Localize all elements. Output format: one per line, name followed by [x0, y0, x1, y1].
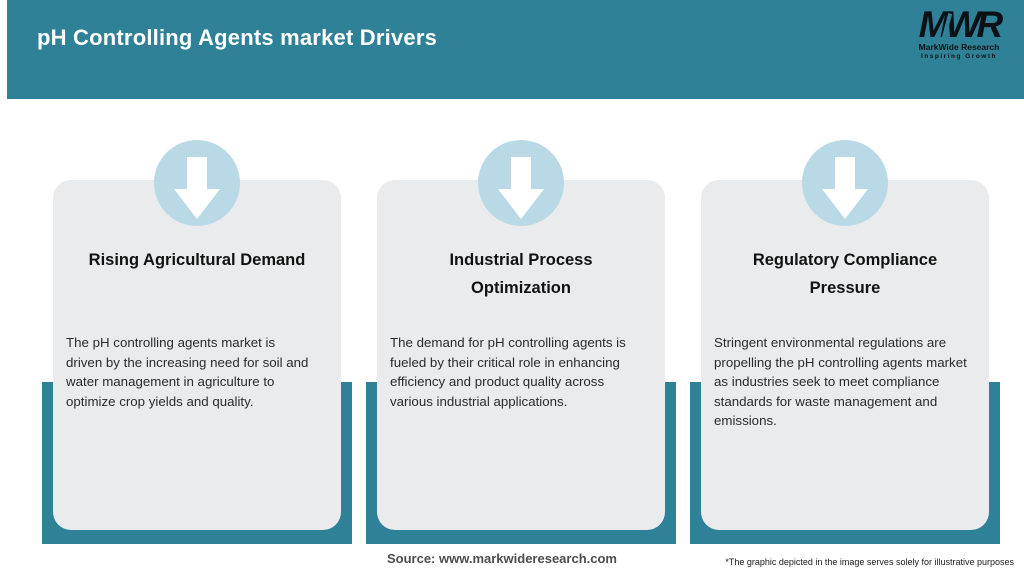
disclaimer-text: *The graphic depicted in the image serve…	[725, 557, 1014, 567]
logo-name: MarkWide Research	[918, 42, 1000, 52]
header-bar: pH Controlling Agents market Drivers MWR…	[7, 0, 1024, 99]
down-arrow-icon	[174, 157, 220, 219]
card-description: The demand for pH controlling agents is …	[390, 335, 626, 409]
driver-card-group-industrial: Industrial Process Optimization The dema…	[366, 140, 676, 544]
markwide-logo: MWR MarkWide Research Inspiring Growth	[916, 6, 1004, 61]
card-title: Regulatory Compliance Pressure	[752, 251, 938, 297]
down-arrow-badge	[802, 140, 888, 226]
logo-tagline: Inspiring Growth	[921, 53, 997, 60]
driver-card: Regulatory Compliance Pressure Stringent…	[701, 180, 989, 530]
logo-monogram: MWR	[919, 6, 1003, 43]
source-text: Source: www.markwideresearch.com	[386, 551, 617, 566]
card-description: Stringent environmental regulations are …	[714, 335, 967, 428]
card-title: Rising Agricultural Demand	[88, 251, 306, 269]
page-title: pH Controlling Agents market Drivers	[37, 25, 438, 50]
driver-card: Rising Agricultural Demand The pH contro…	[53, 180, 341, 530]
down-arrow-icon	[822, 157, 868, 219]
driver-card-group-regulatory: Regulatory Compliance Pressure Stringent…	[690, 140, 1000, 544]
down-arrow-icon	[498, 157, 544, 219]
down-arrow-badge	[478, 140, 564, 226]
card-title: Industrial Process Optimization	[449, 251, 593, 297]
driver-card-group-agricultural: Rising Agricultural Demand The pH contro…	[42, 140, 352, 544]
driver-card: Industrial Process Optimization The dema…	[377, 180, 665, 530]
logo-monogram-text: MWR	[918, 4, 1003, 45]
card-description: The pH controlling agents market is driv…	[66, 335, 309, 409]
down-arrow-badge	[154, 140, 240, 226]
